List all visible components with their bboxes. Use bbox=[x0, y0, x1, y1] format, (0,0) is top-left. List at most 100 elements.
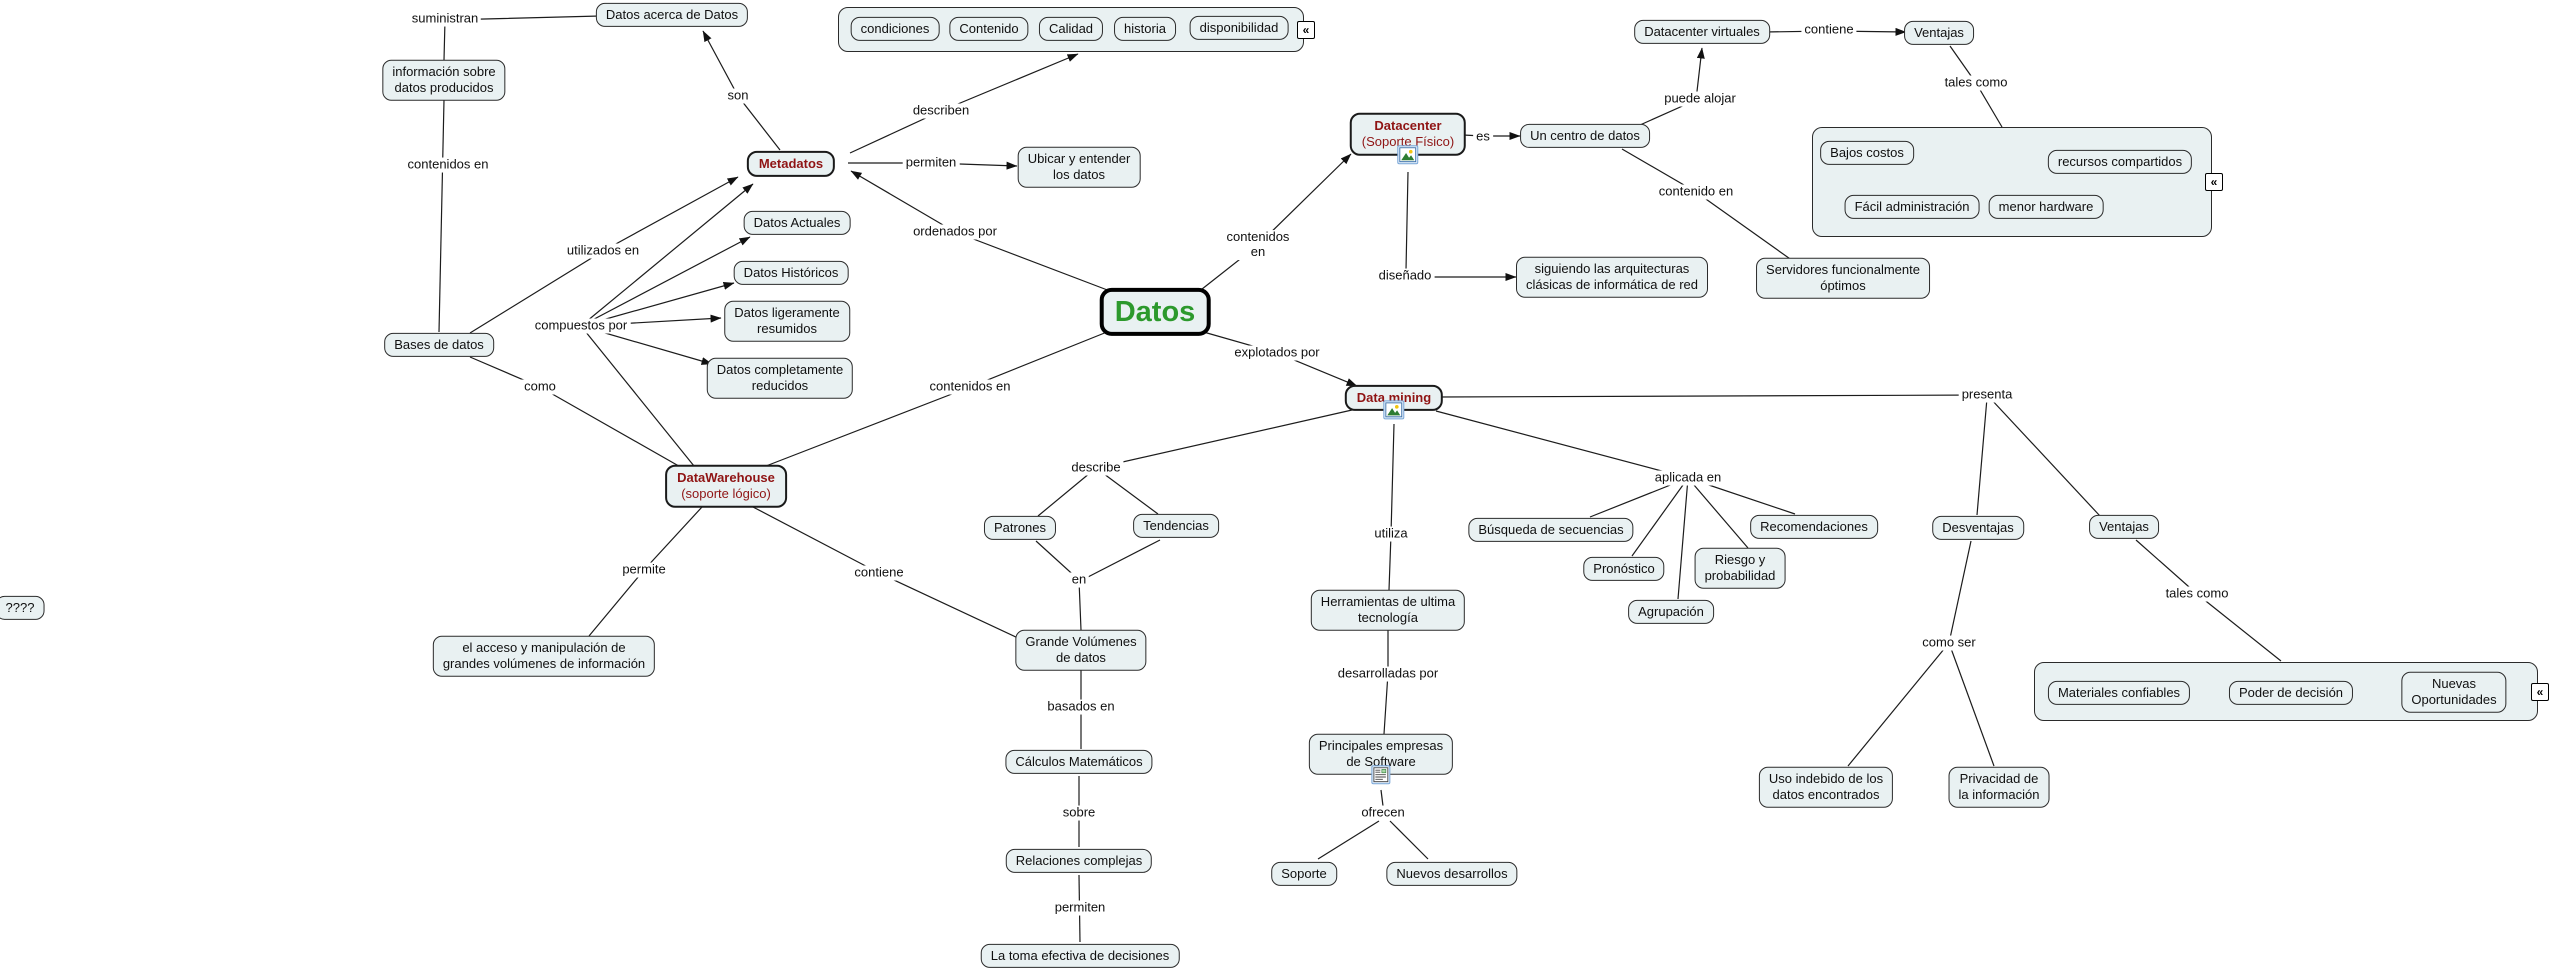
node-datacenter-virtuales[interactable]: Datacenter virtuales bbox=[1634, 19, 1770, 45]
node-menor-hardware[interactable]: menor hardware bbox=[1988, 194, 2104, 220]
node-historia[interactable]: historia bbox=[1114, 16, 1176, 42]
edge-label-aplicada-en[interactable]: aplicada en bbox=[1651, 470, 1725, 486]
node-label: Nuevas Oportunidades bbox=[2411, 675, 2497, 707]
node-busqueda-secuencias[interactable]: Búsqueda de secuencias bbox=[1468, 517, 1634, 543]
edge-label-contenidos-en-2[interactable]: contenidos en bbox=[1223, 229, 1293, 260]
node-principales-empresas[interactable]: Principales empresas de Software bbox=[1308, 733, 1454, 784]
node-nuevas-oportunidades[interactable]: Nuevas Oportunidades bbox=[2401, 671, 2507, 713]
node-disponibilidad[interactable]: disponibilidad bbox=[1189, 15, 1289, 41]
node-label: Contenido bbox=[959, 20, 1019, 36]
collapse-icon[interactable]: « bbox=[2531, 682, 2549, 701]
node-unknown[interactable]: ???? bbox=[0, 595, 45, 621]
edge-label-es[interactable]: es bbox=[1473, 129, 1493, 145]
edge-label-permiten-1[interactable]: permiten bbox=[902, 155, 960, 171]
node-materiales-confiables[interactable]: Materiales confiables bbox=[2047, 680, 2191, 706]
node-label: Desventajas bbox=[1942, 519, 2014, 535]
node-facil-administracion[interactable]: Fácil administración bbox=[1844, 194, 1980, 220]
edge-label-ordenados-por[interactable]: ordenados por bbox=[910, 224, 1000, 240]
edge-label-ofrecen[interactable]: ofrecen bbox=[1358, 805, 1408, 821]
node-condiciones[interactable]: condiciones bbox=[850, 16, 940, 42]
node-datos-actuales[interactable]: Datos Actuales bbox=[743, 210, 851, 236]
node-desventajas[interactable]: Desventajas bbox=[1932, 515, 2024, 541]
image-icon[interactable] bbox=[1383, 400, 1405, 420]
node-data-mining[interactable]: Data mining bbox=[1344, 384, 1444, 420]
edge-label-contenidos-en-3[interactable]: contenidos en bbox=[926, 379, 1014, 395]
edge-label-basados-en[interactable]: basados en bbox=[1044, 699, 1118, 715]
node-ubicar-y-entender[interactable]: Ubicar y entender los datos bbox=[1017, 146, 1141, 188]
node-patrones[interactable]: Patrones bbox=[983, 515, 1057, 541]
node-servidores-optimos[interactable]: Servidores funcionalmente óptimos bbox=[1756, 257, 1930, 299]
edge-line bbox=[1037, 467, 1097, 517]
edge-label-como-ser[interactable]: como ser bbox=[1919, 635, 1979, 651]
node-relaciones-complejas[interactable]: Relaciones complejas bbox=[1005, 848, 1153, 874]
edge-label-contenidos-en-1[interactable]: contenidos en bbox=[404, 157, 492, 173]
collapse-icon[interactable]: « bbox=[1297, 20, 1315, 39]
node-recursos-compartidos[interactable]: recursos compartidos bbox=[2047, 149, 2193, 175]
node-datacenter[interactable]: Datacenter(Soporte Físico) bbox=[1349, 112, 1467, 164]
node-label: Calidad bbox=[1048, 20, 1094, 36]
node-soporte[interactable]: Soporte bbox=[1271, 861, 1337, 887]
node-riesgo-probabilidad[interactable]: Riesgo y probabilidad bbox=[1694, 547, 1786, 589]
edge-label-compuestos-por[interactable]: compuestos por bbox=[531, 318, 631, 334]
node-datos-historicos[interactable]: Datos Históricos bbox=[733, 260, 849, 286]
edge-label-puede-alojar[interactable]: puede alojar bbox=[1661, 91, 1739, 107]
node-bajos-costos[interactable]: Bajos costos bbox=[1820, 140, 1914, 166]
node-contenido[interactable]: Contenido bbox=[949, 16, 1029, 42]
node-un-centro-de-datos[interactable]: Un centro de datos bbox=[1520, 123, 1650, 149]
node-pronostico[interactable]: Pronóstico bbox=[1583, 556, 1665, 582]
node-nuevos-desarrollos[interactable]: Nuevos desarrollos bbox=[1386, 861, 1518, 887]
node-calidad[interactable]: Calidad bbox=[1038, 16, 1104, 42]
node-siguiendo-arquitecturas[interactable]: siguiendo las arquitecturas clásicas de … bbox=[1516, 256, 1708, 298]
edge-label-como[interactable]: como bbox=[521, 379, 559, 395]
edge-label-presenta[interactable]: presenta bbox=[1958, 387, 2016, 403]
edge-label-describen[interactable]: describen bbox=[909, 103, 973, 119]
document-icon[interactable] bbox=[1371, 764, 1391, 784]
node-calculos-matematicos[interactable]: Cálculos Matemáticos bbox=[1005, 749, 1153, 775]
edge-label-permite[interactable]: permite bbox=[619, 562, 669, 578]
node-recomendaciones[interactable]: Recomendaciones bbox=[1750, 514, 1878, 540]
edge-label-desarrolladas-por[interactable]: desarrolladas por bbox=[1334, 666, 1442, 682]
node-label: Soporte bbox=[1281, 865, 1327, 881]
node-label: Nuevos desarrollos bbox=[1396, 865, 1508, 881]
node-datos-acerca-de-datos[interactable]: Datos acerca de Datos bbox=[595, 2, 749, 28]
node-poder-de-decision[interactable]: Poder de decisión bbox=[2228, 680, 2354, 706]
node-datos-main[interactable]: Datos bbox=[1099, 287, 1211, 337]
edge-label-utiliza[interactable]: utiliza bbox=[1371, 526, 1411, 542]
node-metadatos[interactable]: Metadatos bbox=[746, 150, 836, 178]
edge-label-explotados-por[interactable]: explotados por bbox=[1231, 345, 1323, 361]
node-bases-de-datos[interactable]: Bases de datos bbox=[384, 332, 494, 358]
edge-label-sobre[interactable]: sobre bbox=[1059, 805, 1099, 821]
node-privacidad[interactable]: Privacidad de la información bbox=[1948, 766, 2050, 808]
node-tendencias[interactable]: Tendencias bbox=[1133, 513, 1219, 539]
node-grande-volumenes[interactable]: Grande Volúmenes de datos bbox=[1015, 629, 1147, 671]
collapse-icon[interactable]: « bbox=[2205, 173, 2223, 191]
edge-label-suministran[interactable]: suministran bbox=[408, 11, 482, 27]
node-label: Privacidad de la información bbox=[1958, 770, 2040, 802]
edge-label-utilizados-en[interactable]: utilizados en bbox=[563, 243, 643, 259]
edge-line bbox=[580, 183, 754, 327]
node-ventajas-top[interactable]: Ventajas bbox=[1904, 20, 1974, 46]
node-acceso-manipulacion[interactable]: el acceso y manipulación de grandes volú… bbox=[432, 635, 656, 677]
edge-label-permiten-2[interactable]: permiten bbox=[1051, 900, 1109, 916]
edge-label-contiene-1[interactable]: contiene bbox=[1801, 22, 1857, 38]
node-uso-indebido[interactable]: Uso indebido de los datos encontrados bbox=[1758, 766, 1894, 808]
edge-label-tales-como-2[interactable]: tales como bbox=[2162, 586, 2232, 602]
node-toma-decisiones[interactable]: La toma efectiva de decisiones bbox=[980, 943, 1180, 969]
edge-label-disenado[interactable]: diseñado bbox=[1375, 268, 1435, 284]
edge-label-son[interactable]: son bbox=[724, 88, 752, 104]
node-ventajas-low[interactable]: Ventajas bbox=[2089, 514, 2159, 540]
node-datos-ligeramente[interactable]: Datos ligeramente resumidos bbox=[724, 300, 850, 342]
edge-label-describe[interactable]: describe bbox=[1068, 460, 1124, 476]
node-datawarehouse[interactable]: DataWarehouse(soporte lógico) bbox=[665, 464, 787, 508]
image-icon[interactable] bbox=[1397, 144, 1419, 164]
node-agrupacion[interactable]: Agrupación bbox=[1628, 599, 1714, 625]
edge-label-contenido-en[interactable]: contenido en bbox=[1655, 184, 1737, 200]
edge-label-contiene-2[interactable]: contiene bbox=[851, 565, 907, 581]
node-herramientas[interactable]: Herramientas de ultima tecnología bbox=[1310, 589, 1466, 631]
edge-label-en[interactable]: en bbox=[1068, 572, 1090, 588]
edge-line bbox=[1687, 477, 1749, 549]
node-datos-completamente[interactable]: Datos completamente reducidos bbox=[706, 357, 854, 399]
node-informacion-sobre[interactable]: información sobre datos producidos bbox=[382, 59, 506, 101]
edge-label-tales-como-1[interactable]: tales como bbox=[1941, 75, 2011, 91]
node-label: DataWarehouse bbox=[677, 469, 775, 485]
